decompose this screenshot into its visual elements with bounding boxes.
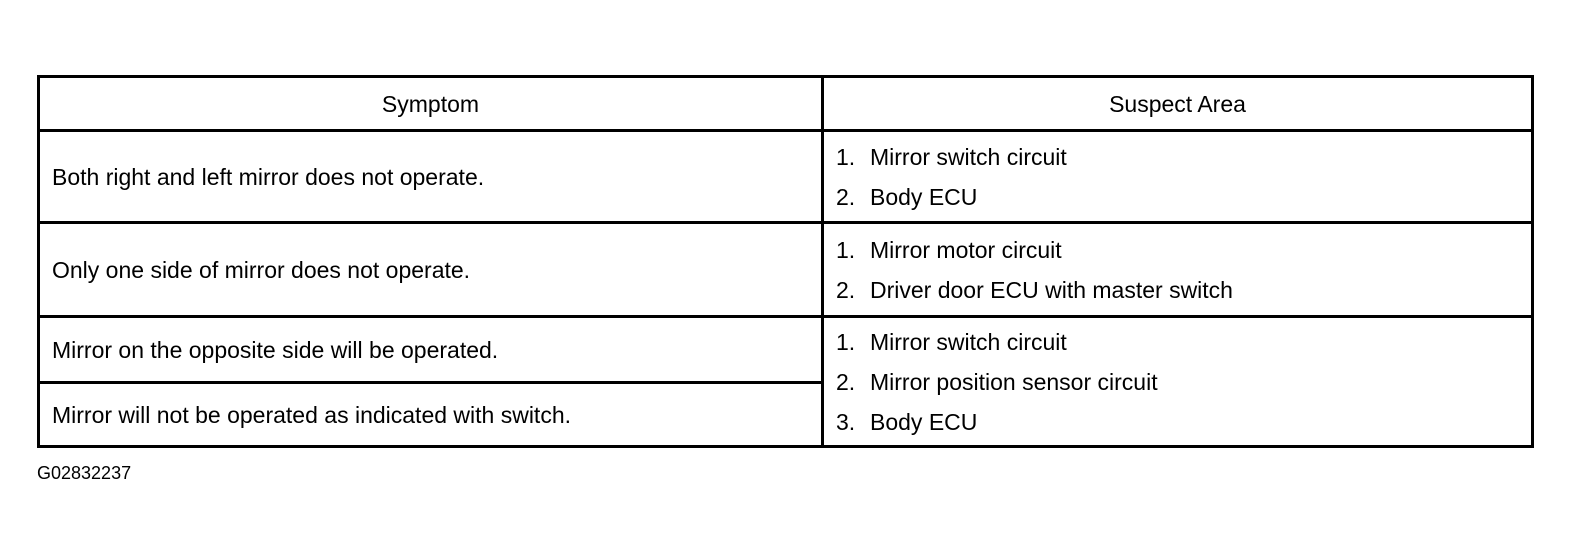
suspect-area-cell: 1. Mirror switch circuit 2. Body ECU [821, 129, 1534, 224]
suspect-item-number: 3. [836, 408, 856, 435]
table-row: Both right and left mirror does not oper… [37, 129, 1534, 224]
suspect-item-text: Driver door ECU with master switch [870, 276, 1233, 303]
suspect-item: 2. Mirror position sensor circuit [836, 362, 1519, 402]
suspect-item: 1. Mirror motor circuit [836, 230, 1519, 270]
suspect-area-cell: 1. Mirror motor circuit 2. Driver door E… [821, 221, 1534, 318]
suspect-list: 1. Mirror switch circuit 2. Mirror posit… [836, 322, 1519, 442]
suspect-item-text: Mirror motor circuit [870, 236, 1062, 263]
suspect-item-text: Mirror switch circuit [870, 143, 1067, 170]
suspect-item: 2. Driver door ECU with master switch [836, 270, 1519, 310]
suspect-item-text: Mirror position sensor circuit [870, 368, 1158, 395]
suspect-item-text: Body ECU [870, 408, 978, 435]
header-symptom: Symptom [37, 75, 824, 132]
symptom-cell: Mirror will not be operated as indicated… [37, 381, 824, 448]
table-row: Mirror on the opposite side will be oper… [37, 315, 1534, 448]
suspect-item-text: Body ECU [870, 183, 978, 210]
symptom-suspect-table: Symptom Suspect Area Both right and left… [37, 75, 1534, 448]
suspect-item-number: 1. [836, 143, 856, 170]
suspect-item: 1. Mirror switch circuit [836, 322, 1519, 362]
symptom-cell: Only one side of mirror does not operate… [37, 221, 824, 318]
suspect-item-text: Mirror switch circuit [870, 328, 1067, 355]
symptom-cell: Mirror on the opposite side will be oper… [37, 315, 824, 384]
table-row: Mirror will not be operated as indicated… [37, 381, 1533, 448]
table-header-row: Symptom Suspect Area [37, 75, 1534, 132]
suspect-item: 1. Mirror switch circuit [836, 137, 1519, 177]
suspect-item-number: 2. [836, 276, 856, 303]
suspect-area-cell: 1. Mirror switch circuit 2. Mirror posit… [821, 315, 1534, 448]
suspect-item-number: 1. [836, 328, 856, 355]
suspect-item: 2. Body ECU [836, 177, 1519, 217]
header-suspect-area: Suspect Area [821, 75, 1534, 132]
suspect-list: 1. Mirror motor circuit 2. Driver door E… [836, 230, 1519, 310]
diagnosis-table-container: Symptom Suspect Area Both right and left… [37, 75, 1534, 448]
symptom-cell: Both right and left mirror does not oper… [37, 129, 824, 224]
suspect-item-number: 2. [836, 368, 856, 395]
table-row: Only one side of mirror does not operate… [37, 221, 1534, 318]
suspect-list: 1. Mirror switch circuit 2. Body ECU [836, 137, 1519, 217]
figure-id: G02832237 [37, 463, 132, 483]
suspect-item-number: 1. [836, 236, 856, 263]
suspect-item: 3. Body ECU [836, 402, 1519, 442]
suspect-item-number: 2. [836, 183, 856, 210]
